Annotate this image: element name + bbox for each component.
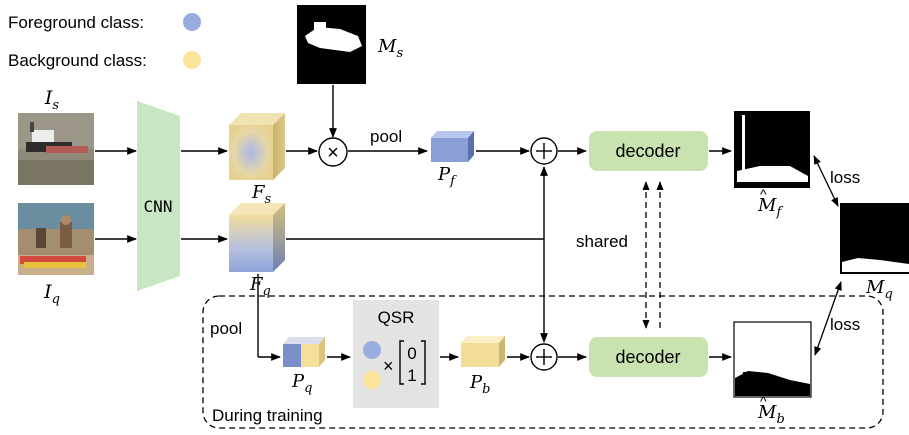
query-image: [18, 203, 94, 275]
loss-top-label: loss: [830, 168, 860, 187]
decoder-bottom-label: decoder: [615, 347, 680, 367]
prototype-pb: [461, 336, 505, 367]
mf-hat: ^: [760, 186, 767, 202]
legend-background-swatch: [183, 51, 201, 69]
qsr-times: ×: [383, 356, 394, 376]
label-mf: Mf: [757, 195, 783, 220]
pool-top-label: pool: [370, 127, 402, 146]
decoder-bottom: [589, 337, 708, 377]
prototype-pf: [431, 131, 474, 162]
training-label: During training: [212, 406, 323, 425]
decoder-top-label: decoder: [615, 141, 680, 161]
shared-label: shared: [576, 232, 628, 251]
label-iq: Iq: [43, 281, 60, 307]
mb-hat: ^: [760, 393, 767, 409]
loss-arrow-bottom: [814, 281, 842, 356]
label-is: Is: [44, 87, 60, 113]
query-mask-mq: [840, 203, 909, 274]
cnn-block: [137, 101, 180, 291]
predicted-mask-mb: [733, 321, 812, 398]
support-image: [18, 113, 94, 185]
qsr-label: QSR: [378, 308, 415, 327]
feature-fq-cube: [229, 203, 285, 272]
label-fq: Fq: [249, 274, 271, 299]
training-region: [202, 295, 884, 429]
prototype-pq: [283, 337, 325, 367]
support-mask: [297, 5, 366, 84]
label-mq: Mq: [865, 277, 893, 302]
multiply-symbol: ×: [327, 142, 339, 164]
legend-foreground-swatch: [183, 13, 201, 31]
loss-bottom-label: loss: [830, 315, 860, 334]
loss-arrow-top: [813, 155, 839, 207]
label-pf: Pf: [437, 164, 457, 189]
qsr-bracket-right: [421, 340, 426, 385]
multiply-node: [318, 137, 348, 167]
legend-background-label: Background class:: [8, 51, 147, 70]
pool-bottom-label: pool: [210, 319, 242, 338]
label-mb: Mb: [757, 402, 785, 427]
label-ms: Ms: [377, 36, 403, 61]
label-pq: Pq: [291, 371, 312, 396]
legend-foreground-label: Foreground class:: [8, 13, 144, 32]
qsr-fg-dot: [363, 341, 381, 359]
cnn-label: CNN: [144, 197, 173, 216]
qsr-vector-top: 0: [407, 344, 416, 363]
label-fs: Fs: [251, 182, 272, 207]
decoder-top: [589, 131, 708, 171]
label-pb: Pb: [469, 372, 490, 397]
qsr-vector-bottom: 1: [407, 366, 416, 385]
qsr-bg-dot: [363, 371, 381, 389]
predicted-mask-mf: [734, 111, 810, 188]
qsr-bracket-left: [399, 340, 404, 385]
feature-fs-cube: [229, 113, 285, 180]
